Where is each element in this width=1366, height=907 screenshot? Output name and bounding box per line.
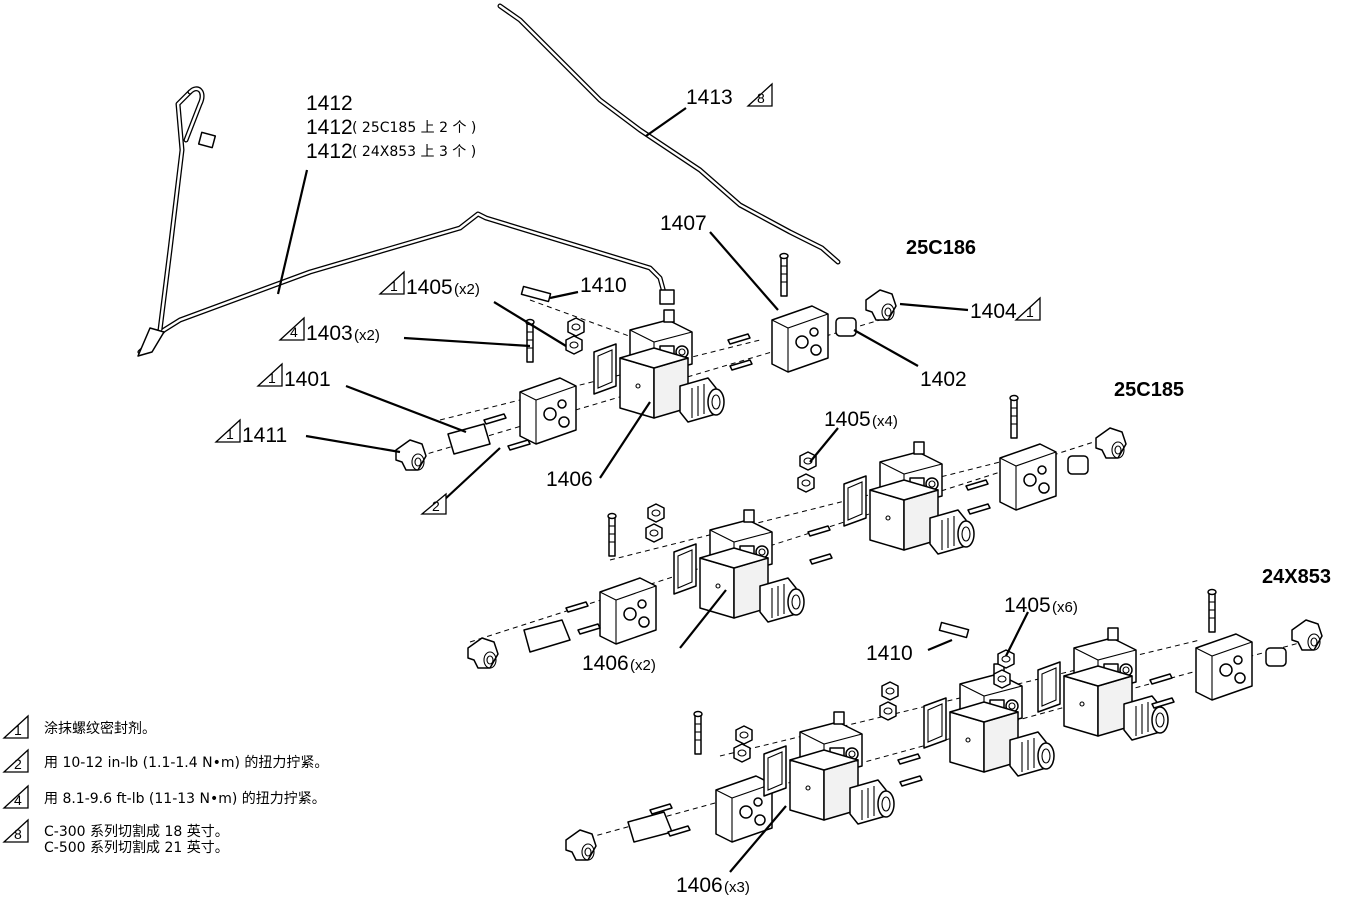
warning-number: 1 — [1026, 304, 1034, 320]
note-text: 用 8.1-9.6 ft-lb (11-13 N•m) 的扭力拧紧。 — [44, 791, 326, 807]
callout-1410: 1410 — [580, 274, 627, 297]
callout-1407: 1407 — [660, 212, 707, 235]
callout-quantity: (x2) — [354, 327, 380, 344]
warning-number: 1 — [226, 426, 234, 442]
callout-1412-25c185: 1412 ( 25C185 上 2 个 ) — [306, 116, 476, 139]
callout-number: 1412 — [306, 140, 353, 163]
callout-quantity: (x6) — [1052, 599, 1078, 616]
callout-number: 1403 — [306, 322, 353, 345]
warning-triangle-icon — [2, 784, 29, 809]
callout-1402: 1402 — [920, 368, 967, 391]
assembly-24x853 — [565, 588, 1323, 861]
model-label-25c186: 25C186 — [906, 237, 976, 259]
callout-note: ( 24X853 上 3 个 ) — [352, 144, 476, 160]
callout-note: ( 25C185 上 2 个 ) — [352, 120, 476, 136]
callout-number: 1406 — [676, 874, 723, 897]
warning-triangle-icon — [256, 362, 283, 387]
callout-1405-x4: 1405 (x4) — [824, 408, 898, 431]
callout-quantity: (x2) — [454, 281, 480, 298]
callout-1403-x2: 4 1403 (x2) — [278, 316, 380, 345]
note-text-line-2: C-500 系列切割成 21 英寸。 — [44, 839, 229, 856]
warning-number: 2 — [432, 498, 440, 514]
callout-number: 1401 — [284, 368, 331, 391]
warning-number: 1 — [14, 722, 22, 738]
model-label-25c185: 25C185 — [1114, 379, 1184, 401]
callout-1406: 1406 — [546, 468, 593, 491]
callout-1401: 1 1401 — [256, 362, 331, 391]
note-1: 1 涂抹螺纹密封剂。 — [2, 714, 156, 739]
callout-1413: 1413 8 — [686, 82, 773, 109]
leader-lines — [276, 107, 1029, 873]
warning-triangle-icon — [746, 82, 773, 107]
callout-number: 1413 — [686, 86, 733, 109]
warning-triangle-icon — [214, 418, 241, 443]
callout-1406-x3: 1406 (x3) — [676, 874, 750, 897]
note-4: 4 用 8.1-9.6 ft-lb (11-13 N•m) 的扭力拧紧。 — [2, 784, 326, 809]
callout-quantity: (x2) — [630, 657, 656, 674]
callout-number: 1405 — [1004, 594, 1051, 617]
callout-1404: 1404 1 — [970, 296, 1041, 323]
callout-number: 1405 — [406, 276, 453, 299]
callout-number: 1412 — [306, 116, 353, 139]
callout-quantity: (x4) — [872, 413, 898, 430]
warning-triangle-icon — [278, 316, 305, 341]
warning-triangle-icon — [2, 818, 29, 843]
callout-1410-24x853: 1410 — [866, 642, 913, 665]
callout-number: 1411 — [242, 424, 287, 447]
warning-number: 1 — [390, 278, 398, 294]
warning-triangle-icon — [2, 714, 29, 739]
note-text: 涂抹螺纹密封剂。 — [44, 720, 156, 737]
callout-number: 1404 — [970, 300, 1017, 323]
warning-number: 8 — [757, 90, 765, 106]
callout-1411: 1 1411 — [214, 418, 287, 447]
callout-torque-2: 2 — [420, 492, 447, 515]
warning-triangle-icon — [1014, 296, 1041, 321]
note-2: 2 用 10-12 in-lb (1.1-1.4 N•m) 的扭力拧紧。 — [2, 748, 328, 773]
tube-1413 — [497, 3, 841, 265]
warning-triangle-icon — [2, 748, 29, 773]
note-text-line-1: C-300 系列切割成 18 英寸。 — [44, 823, 229, 840]
callout-number: 1405 — [824, 408, 871, 431]
note-text: 用 10-12 in-lb (1.1-1.4 N•m) 的扭力拧紧。 — [44, 755, 328, 771]
tube-1412 — [137, 86, 669, 357]
warning-triangle-icon — [378, 270, 405, 295]
assembly-25c185 — [467, 394, 1127, 669]
assembly-25c186 — [395, 252, 897, 471]
warning-number: 4 — [14, 792, 22, 808]
callout-quantity: (x3) — [724, 879, 750, 896]
warning-number: 4 — [290, 324, 298, 340]
warning-number: 8 — [14, 826, 22, 842]
callout-1412-24x853: 1412 ( 24X853 上 3 个 ) — [306, 140, 476, 163]
warning-triangle-icon — [420, 492, 447, 515]
callout-1405-x6: 1405 (x6) — [1004, 594, 1078, 617]
warning-number: 2 — [14, 756, 22, 772]
notes-legend: 1 涂抹螺纹密封剂。 2 用 10-12 in-lb (1.1-1.4 N•m)… — [2, 714, 328, 856]
note-8: 8 C-300 系列切割成 18 英寸。 C-500 系列切割成 21 英寸。 — [2, 818, 229, 856]
model-label-24x853: 24X853 — [1262, 566, 1331, 588]
warning-number: 1 — [268, 370, 276, 386]
callout-1412: 1412 — [306, 92, 353, 115]
callout-1405-x2: 1 1405 (x2) — [378, 270, 480, 299]
callout-1406-x2: 1406 (x2) — [582, 652, 656, 675]
callout-number: 1406 — [582, 652, 629, 675]
